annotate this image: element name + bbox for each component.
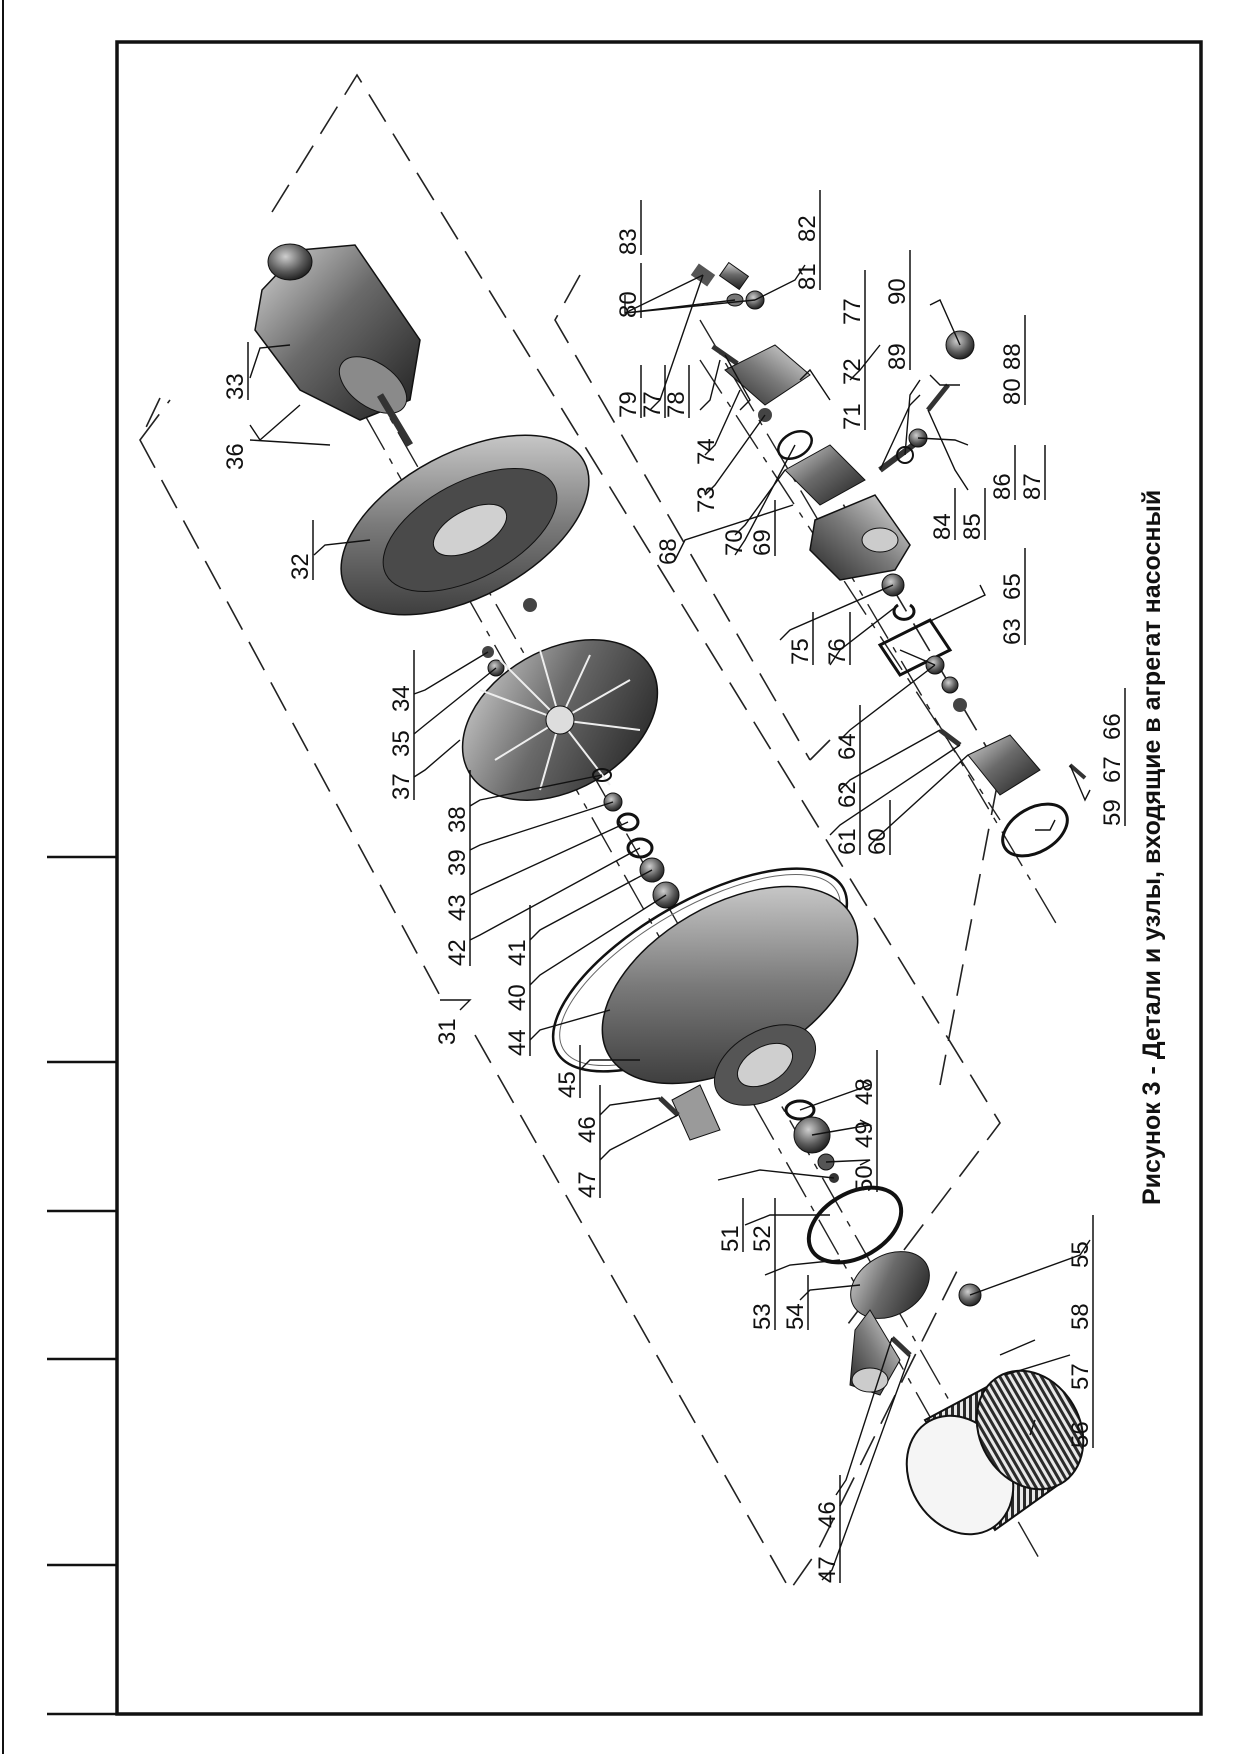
- label-78: 78: [663, 391, 690, 418]
- label-50: 50: [851, 1165, 878, 1192]
- plate-part-74: [724, 344, 811, 406]
- gasket-part-59: [1001, 802, 1069, 858]
- leader-lines: [249, 264, 1091, 1581]
- label-66: 66: [1099, 713, 1126, 740]
- label-76: 76: [824, 638, 851, 665]
- label-47b: 47: [814, 1556, 841, 1583]
- label-54: 54: [782, 1303, 809, 1330]
- label-56: 56: [1067, 1421, 1094, 1448]
- label-69: 69: [749, 529, 776, 556]
- label-84: 84: [929, 513, 956, 540]
- motor-part-33: [254, 243, 421, 447]
- label-86: 86: [989, 473, 1016, 500]
- label-71: 71: [839, 403, 866, 430]
- label-80b: 80: [999, 378, 1026, 405]
- label-67: 67: [1099, 756, 1126, 783]
- label-46: 46: [574, 1116, 601, 1143]
- label-47: 47: [574, 1171, 601, 1198]
- label-31: 31: [434, 1018, 461, 1045]
- inlet-part-54: [849, 1251, 982, 1396]
- label-underlines: [247, 190, 1126, 1583]
- impeller-part-37: [461, 639, 659, 801]
- label-45: 45: [554, 1071, 581, 1098]
- page-frame: [2, 0, 1203, 1754]
- label-59: 59: [1099, 799, 1126, 826]
- bolts-66-67: [1068, 763, 1087, 780]
- label-77b: 77: [839, 298, 866, 325]
- gasket-part-53: [806, 1185, 904, 1265]
- label-36: 36: [222, 443, 249, 470]
- label-38: 38: [444, 806, 471, 833]
- label-48: 48: [851, 1078, 878, 1105]
- label-60: 60: [864, 828, 891, 855]
- label-49: 49: [851, 1121, 878, 1148]
- label-34: 34: [388, 685, 415, 712]
- label-80a: 80: [615, 291, 642, 318]
- label-82: 82: [794, 215, 821, 242]
- label-88: 88: [999, 343, 1026, 370]
- label-63: 63: [999, 618, 1026, 645]
- label-35: 35: [388, 730, 415, 757]
- label-90: 90: [884, 278, 911, 305]
- rings-38-43: [592, 768, 680, 909]
- label-40: 40: [504, 984, 531, 1011]
- label-70: 70: [721, 529, 748, 556]
- label-61: 61: [834, 828, 861, 855]
- flange-part-60: [967, 734, 1041, 796]
- parts-63-64: [925, 655, 967, 712]
- assembly-31-boundary: [139, 73, 1001, 1592]
- label-89: 89: [884, 343, 911, 370]
- label-53: 53: [749, 1303, 776, 1330]
- bolts-46-47: [658, 1096, 912, 1357]
- label-44: 44: [504, 1029, 531, 1056]
- label-81: 81: [794, 263, 821, 290]
- label-83: 83: [615, 228, 642, 255]
- parts-70-73: [758, 408, 866, 506]
- label-39: 39: [444, 849, 471, 876]
- label-75: 75: [787, 638, 814, 665]
- label-74: 74: [693, 438, 720, 465]
- label-33: 33: [222, 373, 249, 400]
- figure-caption: Рисунок 3 - Детали и узлы, входящие в аг…: [1138, 490, 1166, 1205]
- label-43: 43: [444, 894, 471, 921]
- label-51: 51: [717, 1225, 744, 1252]
- flange-part-32: [340, 434, 590, 616]
- label-32: 32: [287, 553, 314, 580]
- label-64: 64: [834, 733, 861, 760]
- label-73: 73: [693, 486, 720, 513]
- label-57: 57: [1067, 1363, 1094, 1390]
- volute-part-45: [601, 885, 859, 1141]
- parts-61-62: [938, 728, 962, 747]
- label-87: 87: [1019, 473, 1046, 500]
- pump-body-part-69: [809, 494, 911, 581]
- label-79: 79: [615, 391, 642, 418]
- label-55: 55: [1067, 1241, 1094, 1268]
- label-77a: 77: [639, 391, 666, 418]
- label-85: 85: [959, 513, 986, 540]
- label-46b: 46: [814, 1501, 841, 1528]
- label-42: 42: [444, 939, 471, 966]
- part-labels: 33 36 32 34 35 37 38 39 43 42 41 40 31 4…: [222, 215, 1126, 1583]
- label-68: 68: [655, 538, 682, 565]
- label-65: 65: [999, 573, 1026, 600]
- label-41: 41: [504, 939, 531, 966]
- gasket-part-65: [877, 618, 953, 677]
- label-72: 72: [839, 358, 866, 385]
- grille-part-56: [905, 1369, 1085, 1536]
- parts-84-90: [878, 330, 975, 473]
- label-52: 52: [749, 1225, 776, 1252]
- seal-parts-48-52: [784, 1099, 839, 1183]
- label-62: 62: [834, 781, 861, 808]
- label-58: 58: [1067, 1303, 1094, 1330]
- label-37: 37: [388, 773, 415, 800]
